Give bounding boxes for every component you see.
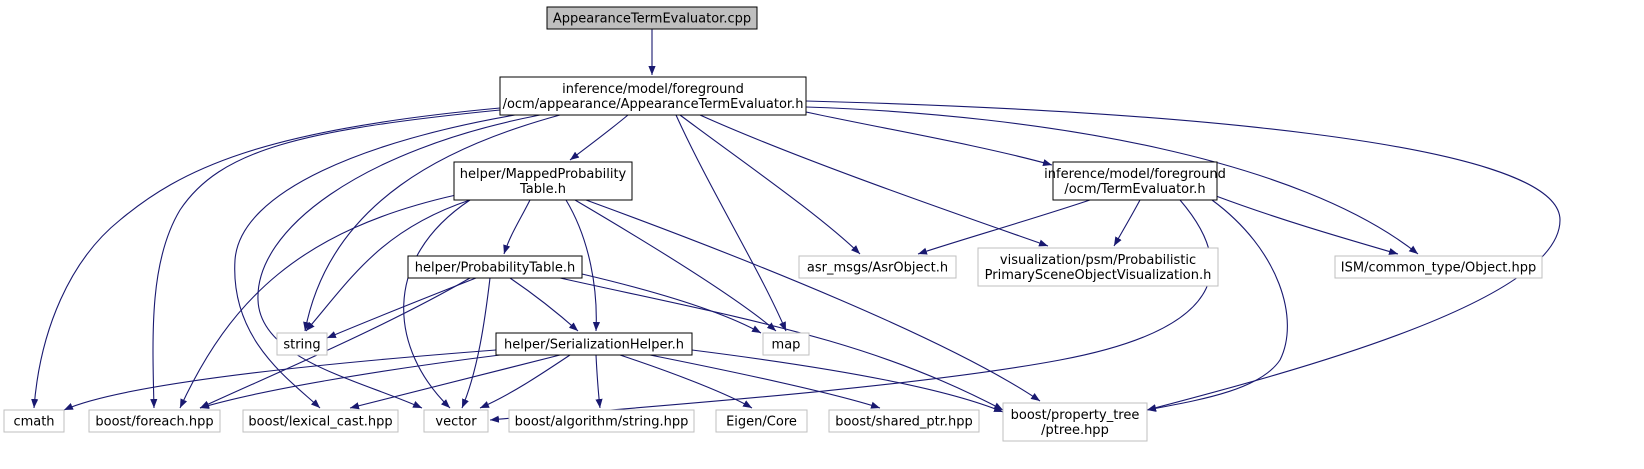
- edge-mpt_h-to-string: [305, 199, 471, 332]
- node-label-lexcast-line-0: boost/lexical_cast.hpp: [248, 415, 392, 430]
- node-label-root-line-0: AppearanceTermEvaluator.cpp: [553, 12, 751, 27]
- node-box-string: [276, 332, 328, 356]
- edge-te_h-to-asr: [917, 199, 1091, 255]
- node-sptr: boost/shared_ptr.hpp: [828, 409, 980, 433]
- node-box-ptree: [1002, 402, 1148, 442]
- node-box-asr: [798, 255, 957, 279]
- node-box-map: [762, 332, 810, 356]
- edge-ate_h-to-foreach: [150, 109, 501, 409]
- edge-ate_h-to-ism: [805, 106, 1419, 255]
- node-label-foreach-line-0: boost/foreach.hpp: [95, 415, 213, 430]
- node-box-ate_h: [499, 76, 807, 116]
- edge-sh_h-to-foreach: [199, 354, 501, 409]
- node-label-vector-line-0: vector: [435, 415, 477, 430]
- node-lexcast: boost/lexical_cast.hpp: [242, 409, 399, 433]
- node-foreach: boost/foreach.hpp: [88, 409, 221, 433]
- edge-mpt_h-to-foreach: [179, 194, 457, 409]
- edge-ate_h-to-vector: [257, 114, 541, 409]
- node-box-sh_h: [495, 332, 693, 356]
- node-label-mpt_h-line-1: Table.h: [519, 182, 566, 197]
- node-vis: visualization/psm/ProbabilisticPrimarySc…: [977, 247, 1219, 287]
- node-map: map: [762, 332, 810, 356]
- edge-ate_h-to-ptree: [805, 100, 1561, 412]
- node-ism: ISM/common_type/Object.hpp: [1334, 255, 1543, 279]
- node-ate_h[interactable]: inference/model/foreground/ocm/appearanc…: [499, 76, 807, 116]
- node-label-ptree-line-0: boost/property_tree: [1011, 408, 1140, 423]
- node-te_h[interactable]: inference/model/foreground/ocm/TermEvalu…: [1044, 161, 1226, 201]
- node-label-sptr-line-0: boost/shared_ptr.hpp: [835, 415, 973, 430]
- edge-te_h-to-ism: [1215, 195, 1399, 255]
- node-label-te_h-line-0: inference/model/foreground: [1044, 167, 1226, 182]
- edge-sh_h-to-eigen: [619, 354, 753, 409]
- node-label-ate_h-line-1: /ocm/appearance/AppearanceTermEvaluator.…: [503, 97, 804, 112]
- edge-pt_h-to-vector: [461, 277, 491, 409]
- edge-mpt_h-to-sh_h: [565, 199, 601, 332]
- edge-mpt_h-to-map: [574, 199, 777, 332]
- edge-sh_h-to-sptr: [649, 354, 881, 409]
- edge-mpt_h-to-pt_h: [503, 199, 531, 255]
- edge-sh_h-to-lexcast: [349, 354, 561, 410]
- node-box-eigen: [715, 409, 808, 433]
- node-label-vis-line-0: visualization/psm/Probabilistic: [1000, 253, 1196, 268]
- node-string: string: [276, 332, 328, 356]
- edge-pt_h-to-sh_h: [509, 277, 579, 332]
- node-ptree: boost/property_tree/ptree.hpp: [1002, 402, 1148, 442]
- edge-te_h-to-vis: [1113, 199, 1141, 247]
- edge-sh_h-to-vector: [479, 354, 571, 409]
- node-box-vector: [423, 409, 489, 433]
- nodes-layer: AppearanceTermEvaluator.cpp inference/mod…: [3, 6, 1543, 442]
- edge-pt_h-to-map: [581, 273, 762, 334]
- node-vector: vector: [423, 409, 489, 433]
- edge-ate_h-to-string: [303, 114, 561, 332]
- edge-ate_h-to-te_h: [805, 111, 1053, 167]
- node-algstr: boost/algorithm/string.hpp: [508, 409, 695, 433]
- node-label-cmath-line-0: cmath: [13, 415, 54, 430]
- node-pt_h[interactable]: helper/ProbabilityTable.h: [407, 255, 583, 279]
- node-label-ism-line-0: ISM/common_type/Object.hpp: [1341, 261, 1536, 276]
- edge-sh_h-to-algstr: [595, 354, 603, 409]
- node-box-ism: [1334, 255, 1543, 279]
- node-box-mpt_h: [453, 161, 633, 201]
- node-asr: asr_msgs/AsrObject.h: [798, 255, 957, 279]
- edge-sh_h-to-cmath: [63, 349, 497, 411]
- node-box-pt_h: [407, 255, 583, 279]
- edge-ate_h-to-lexcast: [234, 114, 516, 409]
- node-box-lexcast: [242, 409, 399, 433]
- node-label-ate_h-line-0: inference/model/foreground: [562, 82, 744, 97]
- node-label-asr-line-0: asr_msgs/AsrObject.h: [807, 261, 948, 276]
- node-eigen: Eigen/Core: [715, 409, 808, 433]
- edge-mpt_h-to-vector: [403, 199, 471, 409]
- node-box-sptr: [828, 409, 980, 433]
- edge-ate_h-to-map: [675, 114, 787, 332]
- node-label-vis-line-1: PrimarySceneObjectVisualization.h: [985, 268, 1212, 283]
- node-sh_h[interactable]: helper/SerializationHelper.h: [495, 332, 693, 356]
- node-box-algstr: [508, 409, 695, 433]
- edge-ate_h-to-asr: [679, 114, 861, 255]
- node-root[interactable]: AppearanceTermEvaluator.cpp: [546, 6, 758, 30]
- node-label-sh_h-line-0: helper/SerializationHelper.h: [504, 338, 684, 353]
- node-box-foreach: [88, 409, 221, 433]
- node-label-algstr-line-0: boost/algorithm/string.hpp: [515, 415, 689, 430]
- node-box-vis: [977, 247, 1219, 287]
- edge-te_h-to-ptree: [1146, 199, 1288, 412]
- node-cmath: cmath: [3, 409, 65, 433]
- node-label-map-line-0: map: [772, 338, 801, 353]
- node-label-mpt_h-line-0: helper/MappedProbability: [460, 167, 627, 182]
- node-label-te_h-line-1: /ocm/TermEvaluator.h: [1064, 182, 1205, 197]
- node-label-ptree-line-1: /ptree.hpp: [1041, 423, 1109, 438]
- edge-ate_h-to-vis: [699, 114, 1049, 247]
- edge-ate_h-to-mpt_h: [569, 114, 629, 161]
- node-label-pt_h-line-0: helper/ProbabilityTable.h: [415, 261, 576, 276]
- edge-ate_h-to-cmath: [31, 107, 501, 409]
- node-box-root: [546, 6, 758, 30]
- node-box-cmath: [3, 409, 65, 433]
- edge-sh_h-to-ptree: [691, 349, 1004, 413]
- edge-mpt_h-to-ptree: [585, 199, 1041, 402]
- node-label-string-line-0: string: [283, 338, 320, 353]
- node-box-te_h: [1052, 161, 1218, 201]
- node-label-eigen-line-0: Eigen/Core: [726, 415, 797, 430]
